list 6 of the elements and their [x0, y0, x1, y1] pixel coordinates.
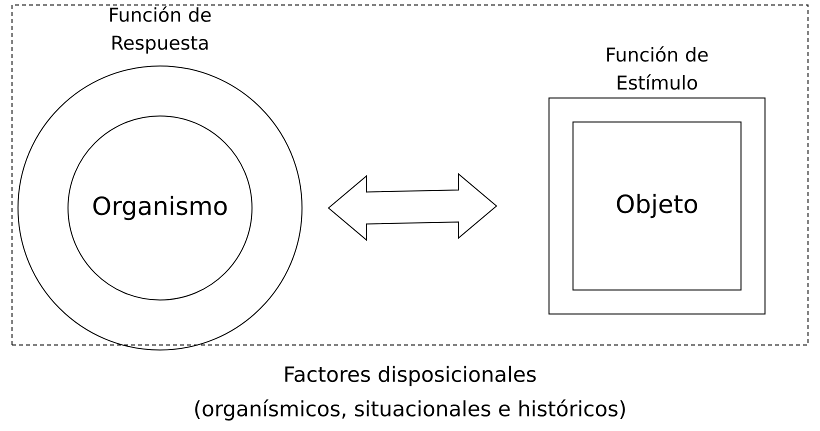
node-label: (organísmicos, situacionales e históricos)	[195, 399, 625, 421]
node-label: Función de Respuesta	[110, 6, 211, 54]
node-label: Función de Estímulo	[607, 46, 708, 90]
node-label: Factores disposicionales	[285, 366, 536, 386]
circle-node: Organismo	[68, 116, 252, 300]
square-node: Objeto	[572, 122, 742, 290]
